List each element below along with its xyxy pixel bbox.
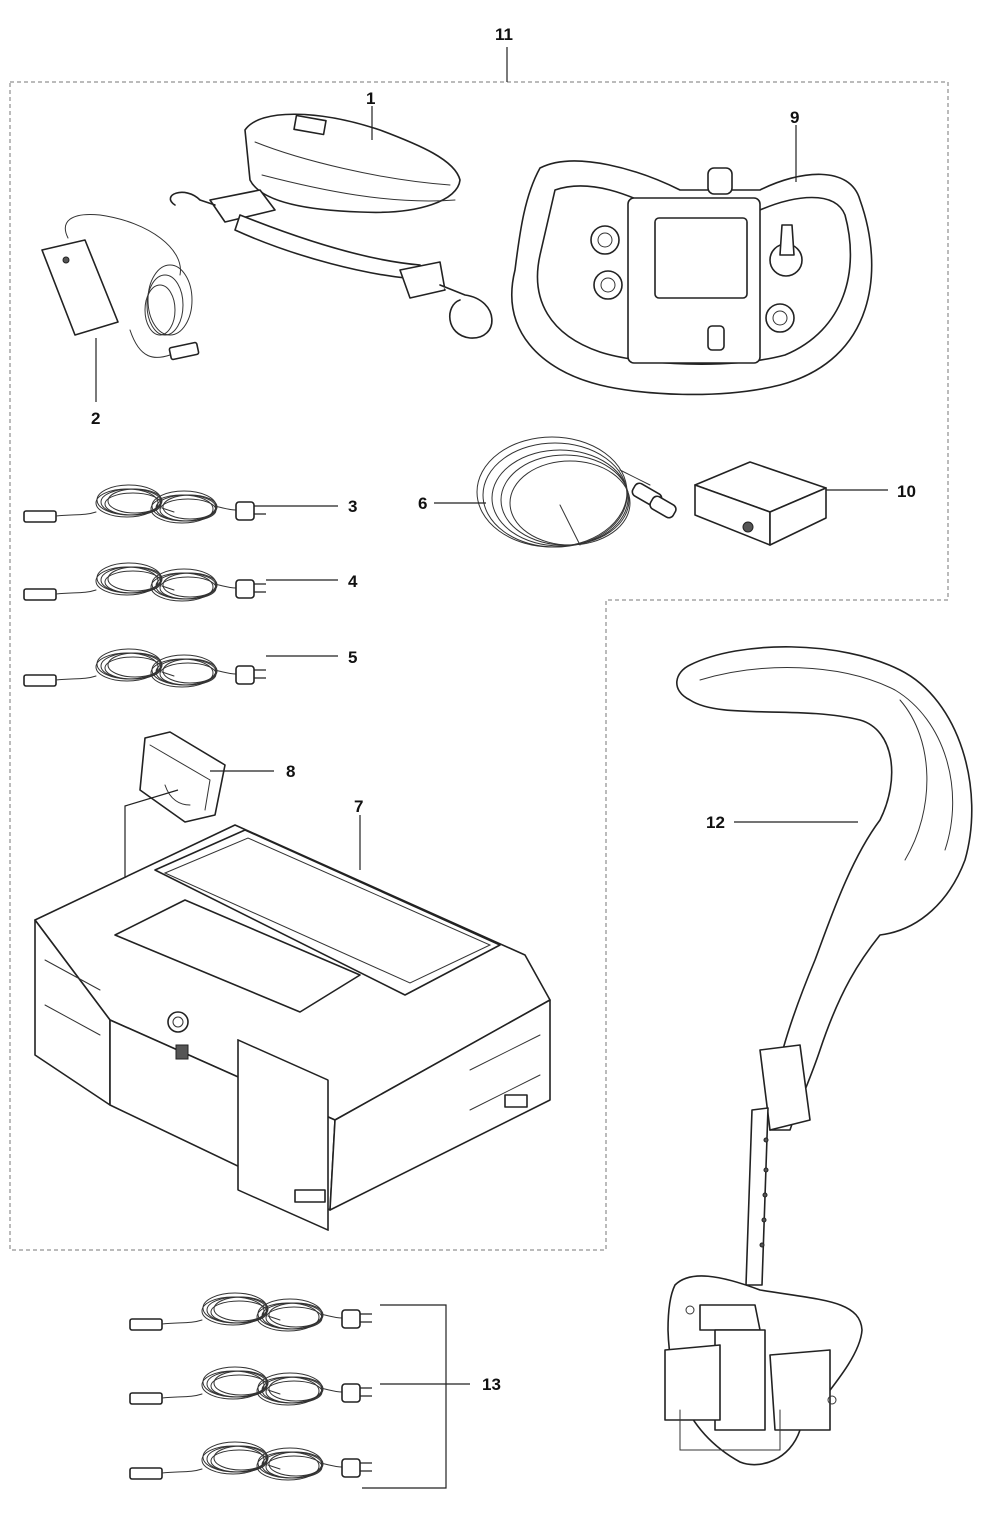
- battery-box: [694, 461, 827, 546]
- label-6: 6: [418, 494, 427, 513]
- kit-outline: [9, 81, 949, 1251]
- power-cord-13b: [130, 1367, 372, 1405]
- power-cord-4: [24, 563, 266, 601]
- label-7: 7: [354, 797, 363, 816]
- leader-13: [362, 1304, 470, 1489]
- lid-insert: [139, 731, 226, 823]
- power-cord-13c: [130, 1442, 372, 1480]
- label-4: 4: [348, 572, 358, 591]
- harness: [664, 646, 973, 1466]
- label-10: 10: [897, 482, 916, 501]
- label-13: 13: [482, 1375, 501, 1394]
- remote-control: [511, 160, 873, 396]
- label-11: 11: [495, 25, 513, 44]
- shoulder-strap: [169, 113, 493, 339]
- label-12: 12: [706, 813, 725, 832]
- power-cord-5: [24, 649, 266, 687]
- charger: [41, 213, 200, 361]
- power-cord-13a: [130, 1293, 372, 1331]
- label-9: 9: [790, 108, 799, 127]
- label-5: 5: [348, 648, 357, 667]
- label-1: 1: [366, 89, 375, 108]
- carry-case: [34, 824, 551, 1231]
- extension-cable: [476, 436, 677, 548]
- label-8: 8: [286, 762, 295, 781]
- label-2: 2: [91, 409, 100, 428]
- power-cord-3: [24, 485, 266, 523]
- label-3: 3: [348, 497, 357, 516]
